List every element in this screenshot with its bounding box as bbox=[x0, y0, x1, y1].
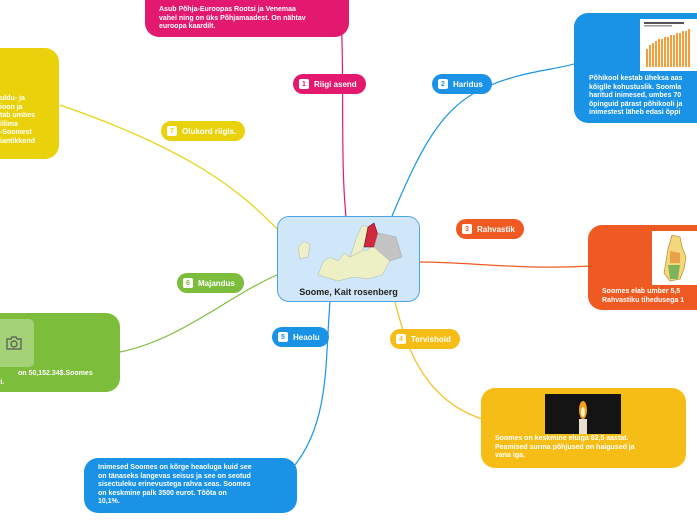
branch-label: Olukord riigis. bbox=[182, 126, 237, 136]
image-placeholder bbox=[0, 319, 34, 367]
note-heaolu[interactable]: Inimesed Soomes on kõrge heaoluga kuid s… bbox=[84, 458, 297, 513]
note-line: euroopa kaardilt. bbox=[159, 23, 216, 31]
branch-number: 1 bbox=[299, 79, 309, 89]
note-line: Rahvastiku tihedusega 1 bbox=[602, 296, 685, 304]
note-line: õpinguid pärast põhikooli ja bbox=[589, 100, 683, 108]
note-line: Asub Põhja-Euroopas Rootsi ja Venemaa bbox=[159, 6, 296, 13]
branch-heaolu[interactable]: 5 Heaolu bbox=[272, 327, 329, 347]
branch-label: Heaolu bbox=[293, 332, 320, 342]
central-topic[interactable]: Soome, Kait rosenberg bbox=[277, 216, 420, 302]
note-line: Peamised surma põhjused on haigused ja bbox=[495, 443, 635, 451]
note-line: Inimesed Soomes on kõrge heaoluga kuid s… bbox=[98, 464, 252, 471]
note-line: iantikkond bbox=[0, 137, 36, 145]
note-line: illima bbox=[0, 120, 18, 128]
camera-icon bbox=[6, 336, 22, 350]
note-line: -Soomest bbox=[0, 129, 32, 137]
branch-number: 6 bbox=[183, 278, 193, 288]
note-line: ti. bbox=[0, 378, 5, 386]
branch-label: Majandus bbox=[198, 278, 235, 288]
note-line: on keskmine palk 3500 eurot. Tõõta on bbox=[98, 489, 227, 497]
branch-number: 5 bbox=[278, 332, 288, 342]
branch-tervishoid[interactable]: 4 Tervishoid bbox=[390, 329, 460, 349]
note-haridus[interactable]: Põhikool kestab üheksa aas kõiglle kohus… bbox=[574, 13, 697, 123]
note-line: Soomes on keskmine eluiga 82,5 aastat. bbox=[495, 435, 629, 442]
branch-riigi-asend[interactable]: 1 Riigi asend bbox=[293, 74, 366, 94]
europe-map-image bbox=[278, 217, 419, 287]
note-line: Põhikool kestab üheksa aas bbox=[589, 75, 683, 82]
branch-rahvastik[interactable]: 3 Rahvastik bbox=[456, 219, 524, 239]
branch-haridus[interactable]: 2 Haridus bbox=[432, 74, 492, 94]
note-rahvastik[interactable]: Soomes elab umber 5,5 Rahvastiku tihedus… bbox=[588, 225, 697, 310]
branch-number: 7 bbox=[167, 126, 177, 136]
branch-label: Riigi asend bbox=[314, 79, 357, 89]
branch-majandus[interactable]: 6 Majandus bbox=[177, 273, 244, 293]
note-line: inimestest läheb edasi õppi bbox=[589, 109, 681, 117]
note-line: sisectuleku erinevustega rahva seas. Soo… bbox=[98, 481, 251, 489]
note-line: on tänaseks langevas seisus ja see on se… bbox=[98, 472, 251, 480]
note-line: haritud inimesed, umbes 70 bbox=[589, 92, 682, 100]
note-line: Soomes elab umber 5,5 bbox=[602, 288, 681, 295]
branch-number: 3 bbox=[462, 224, 472, 234]
note-line: 10,1%. bbox=[98, 498, 120, 506]
note-tervishoid[interactable]: Soomes on keskmine eluiga 82,5 aastat. P… bbox=[481, 388, 686, 468]
note-olukord-riigis[interactable]: uldu- ja ioon ja tab umbes illima -Soome… bbox=[0, 48, 59, 159]
branch-number: 4 bbox=[396, 334, 406, 344]
branch-label: Tervishoid bbox=[411, 334, 451, 344]
central-topic-title: Soome, Kait rosenberg bbox=[299, 287, 398, 297]
note-line: uldu- ja bbox=[0, 95, 25, 102]
branch-label: Rahvastik bbox=[477, 224, 515, 234]
note-line: on 50,152.34$.Soomes bbox=[18, 370, 93, 377]
note-riigi-asend[interactable]: Asub Põhja-Euroopas Rootsi ja Venemaa va… bbox=[145, 0, 349, 37]
population-map-image bbox=[652, 231, 697, 285]
candle-image bbox=[545, 394, 621, 434]
note-line: ioon ja bbox=[0, 103, 23, 111]
note-majandus[interactable]: on 50,152.34$.Soomes ti. bbox=[0, 313, 120, 392]
note-line: kõiglle kohustuslik. Soomla bbox=[589, 83, 682, 91]
education-chart-image bbox=[640, 19, 697, 71]
branch-label: Haridus bbox=[453, 79, 483, 89]
branch-olukord-riigis[interactable]: 7 Olukord riigis. bbox=[161, 121, 246, 141]
note-line: vahel ning on üks Põhjamaadest. On nähta… bbox=[159, 14, 306, 22]
branch-number: 2 bbox=[438, 79, 448, 89]
note-line: vana iga. bbox=[495, 452, 525, 460]
note-line: tab umbes bbox=[0, 112, 36, 120]
